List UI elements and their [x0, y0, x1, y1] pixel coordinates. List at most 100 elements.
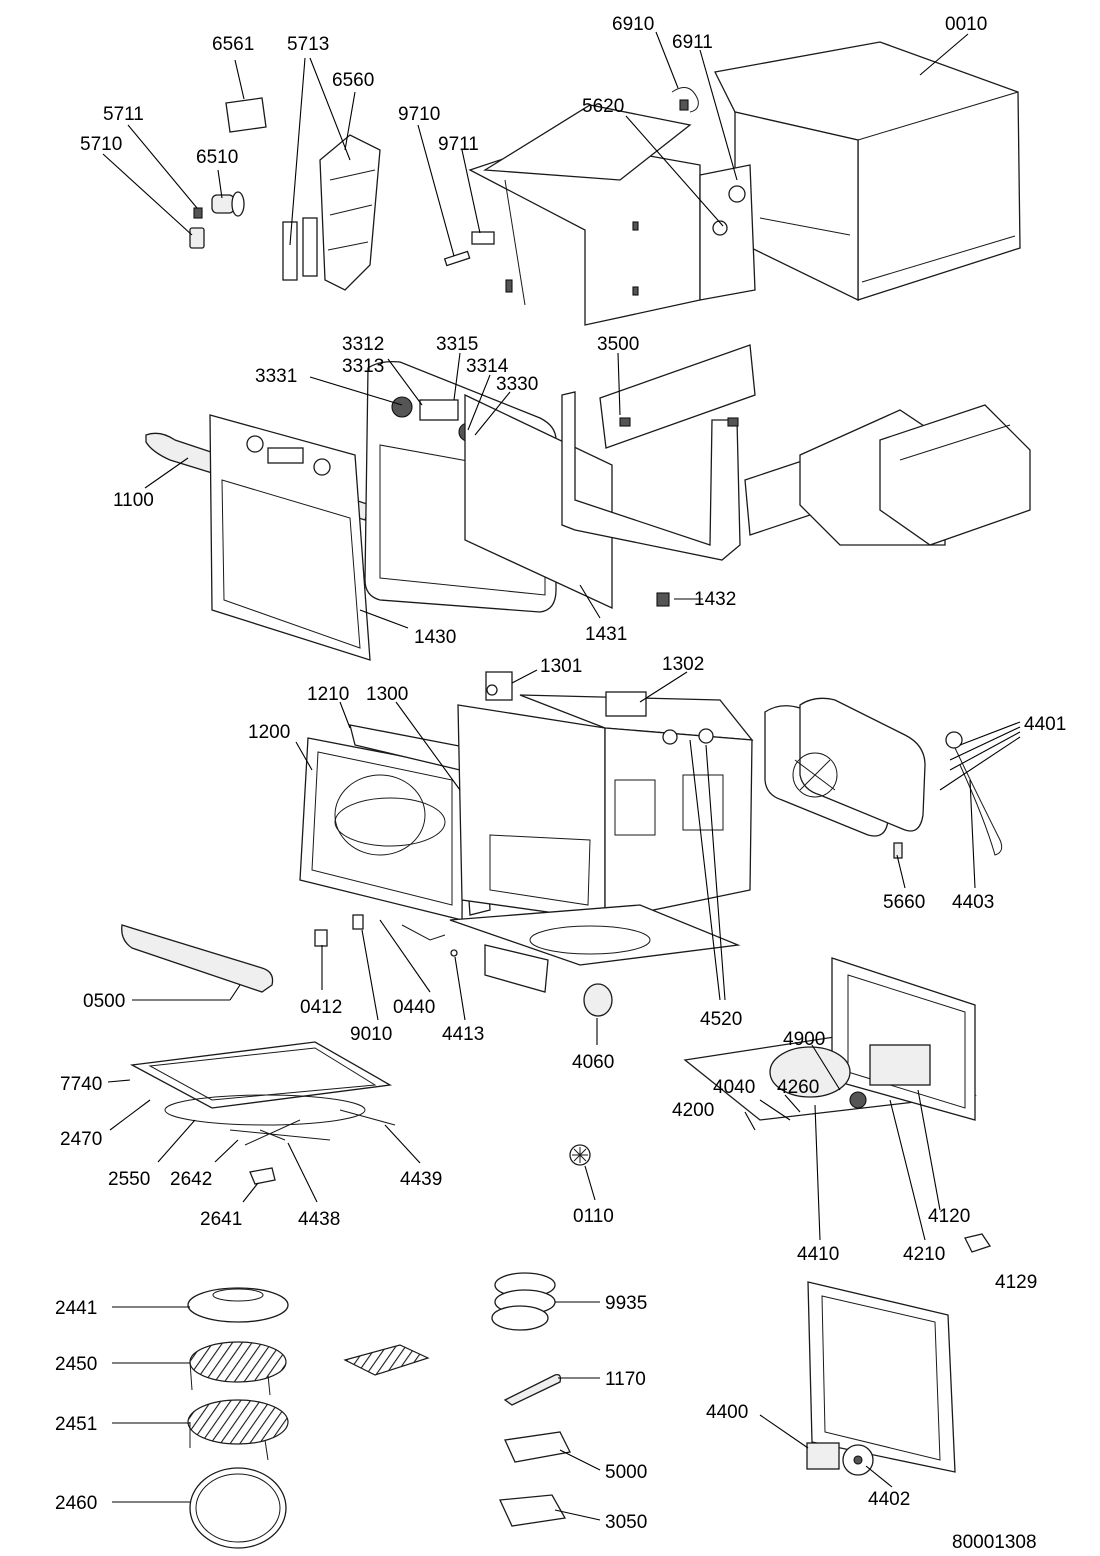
part-label-4900: 4900: [783, 1029, 825, 1050]
hinge-1301: [485, 671, 513, 701]
part-label-4400: 4400: [706, 1402, 748, 1423]
tool-1170: [503, 1374, 562, 1406]
board-5000: [504, 1431, 571, 1463]
leader-lines: [102, 31, 1021, 1521]
part-label-4060: 4060: [572, 1052, 614, 1073]
part-label-4439: 4439: [400, 1169, 442, 1190]
part-label-3313: 3313: [342, 356, 384, 377]
part-label-5713: 5713: [287, 34, 329, 55]
outer-door-frame: [209, 414, 371, 661]
rear-cover-5620: [468, 104, 756, 326]
grid-2451: [187, 1399, 289, 1461]
part-label-6560: 6560: [332, 70, 374, 91]
part-label-2441: 2441: [55, 1298, 97, 1319]
part-label-0500: 0500: [83, 991, 125, 1012]
part-label-4210: 4210: [903, 1244, 945, 1265]
part-label-3330: 3330: [496, 374, 538, 395]
rear-rails: [744, 404, 1031, 546]
part-label-4200: 4200: [672, 1100, 714, 1121]
small-parts: [314, 914, 458, 957]
part-label-2642: 2642: [170, 1169, 212, 1190]
bracket-1302: [605, 691, 714, 745]
part-label-1200: 1200: [248, 722, 290, 743]
star-0110: [569, 1144, 591, 1166]
part-label-4120: 4120: [928, 1206, 970, 1227]
part-label-0110: 0110: [573, 1206, 614, 1227]
part-label-3315: 3315: [436, 334, 478, 355]
part-label-5660: 5660: [883, 892, 925, 913]
rack-accessory: [343, 1344, 430, 1376]
part-label-0440: 0440: [393, 997, 435, 1018]
fan-4402: [842, 1444, 874, 1476]
ring-2460: [189, 1467, 287, 1549]
part-label-4401: 4401: [1024, 714, 1066, 735]
lamp-6510: [211, 191, 245, 217]
document-number: 80001308: [952, 1532, 1037, 1553]
coupler-2641: [249, 1167, 276, 1185]
part-label-4413: 4413: [442, 1024, 484, 1045]
part-label-3331: 3331: [255, 366, 297, 387]
part-label-9710: 9710: [398, 104, 440, 125]
part-label-4260: 4260: [777, 1077, 819, 1098]
part-label-4410: 4410: [797, 1244, 839, 1265]
part-label-6510: 6510: [196, 147, 238, 168]
part-label-4520: 4520: [700, 1009, 742, 1030]
tray-7740: [129, 1041, 392, 1109]
outer-casing-0010: [714, 41, 1021, 302]
controller-4400: [806, 1442, 840, 1470]
part-label-6561: 6561: [212, 34, 254, 55]
trim-0500: [121, 924, 274, 993]
part-label-1431: 1431: [585, 624, 627, 645]
part-label-1301: 1301: [540, 656, 582, 677]
part-label-2451: 2451: [55, 1414, 97, 1435]
switch-5710: [189, 207, 205, 249]
motor-4060: [583, 983, 613, 1017]
part-label-3312: 3312: [342, 334, 384, 355]
part-label-1430: 1430: [414, 627, 456, 648]
part-label-4040: 4040: [713, 1077, 755, 1098]
grid-2450: [189, 1341, 287, 1396]
part-label-2460: 2460: [55, 1493, 97, 1514]
spring-9710: [443, 250, 471, 267]
part-label-1100: 1100: [113, 490, 154, 511]
label-plate-6561: [225, 97, 267, 133]
fuse-4129: [964, 1233, 992, 1253]
part-label-0010: 0010: [945, 14, 987, 35]
part-label-2470: 2470: [60, 1129, 102, 1150]
part-label-9010: 9010: [350, 1024, 392, 1045]
part-label-9935: 9935: [605, 1293, 647, 1314]
part-label-7740: 7740: [60, 1074, 102, 1095]
part-label-5710: 5710: [80, 134, 122, 155]
part-label-1432: 1432: [694, 589, 736, 610]
part-label-4403: 4403: [952, 892, 994, 913]
control-bracket-6560: [282, 134, 381, 291]
board-3050: [499, 1494, 567, 1527]
bottom-tray: [807, 1281, 956, 1473]
dish-set-9935: [491, 1272, 556, 1331]
part-label-5000: 5000: [605, 1462, 647, 1483]
floor-plate: [449, 904, 741, 993]
part-label-5620: 5620: [582, 96, 624, 117]
pcb-3500: [599, 344, 756, 449]
part-label-3500: 3500: [597, 334, 639, 355]
part-label-3314: 3314: [466, 356, 509, 377]
part-labels: 0010 6910 6911 5620 6561 5713 6560 5711 …: [55, 14, 1066, 1553]
part-label-5711: 5711: [103, 104, 144, 125]
part-label-0412: 0412: [300, 997, 342, 1018]
part-label-6911: 6911: [672, 32, 713, 53]
part-label-6910: 6910: [612, 14, 654, 35]
part-label-2550: 2550: [108, 1169, 150, 1190]
turntable-support-2642: [229, 1119, 331, 1146]
part-label-4402: 4402: [868, 1489, 910, 1510]
part-label-1170: 1170: [605, 1369, 646, 1390]
part-label-3050: 3050: [605, 1512, 647, 1533]
part-label-4438: 4438: [298, 1209, 340, 1230]
wiring-6910: [671, 87, 699, 113]
part-label-4129: 4129: [995, 1272, 1037, 1293]
cover-2441: [187, 1287, 289, 1323]
part-label-1302: 1302: [662, 654, 704, 675]
part-label-2641: 2641: [200, 1209, 242, 1230]
sensor-5660: [893, 842, 903, 859]
hinge-9711: [471, 231, 495, 245]
